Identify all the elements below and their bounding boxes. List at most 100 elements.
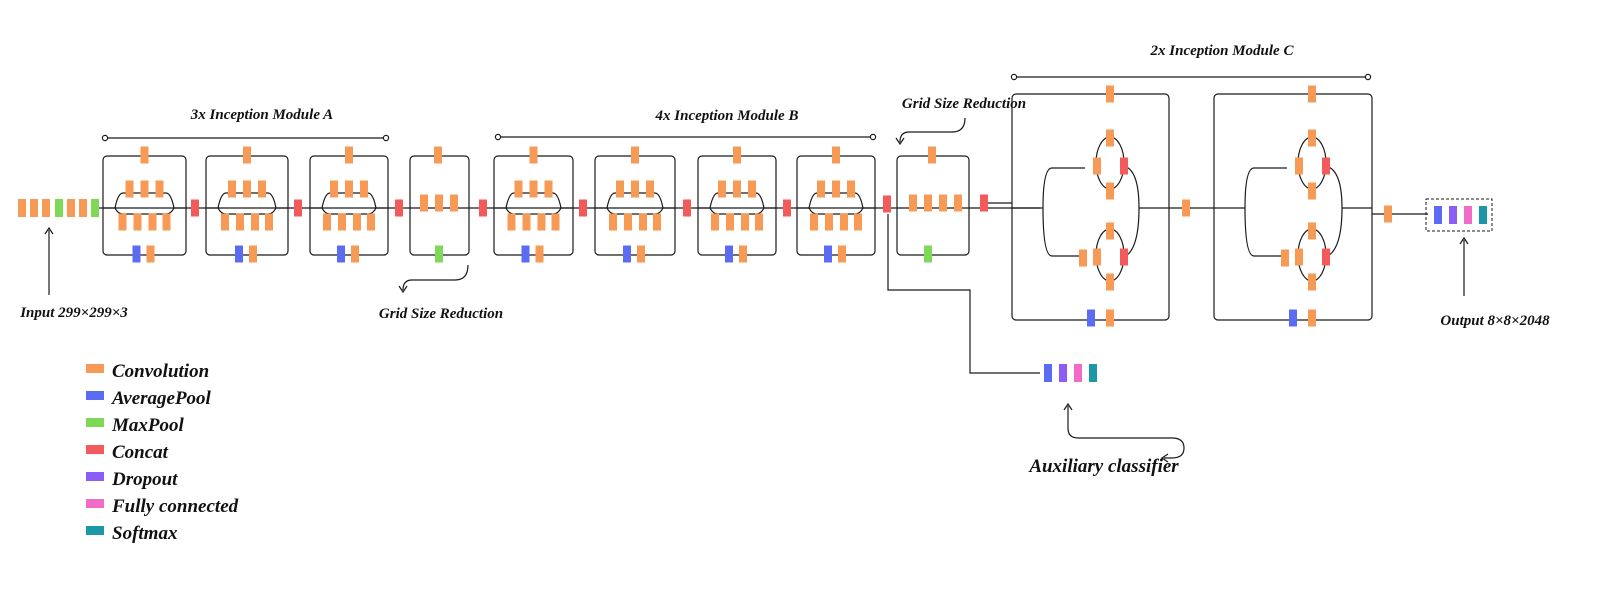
module-b-4-conv [840, 213, 848, 231]
legend-item: Softmax [86, 523, 178, 544]
grid-reduction-arrow [899, 117, 966, 143]
connector-conv [1182, 199, 1190, 217]
module-b-3-conv [741, 213, 749, 231]
module-b-1-conv [551, 213, 560, 231]
legend-item: Dropout [86, 469, 178, 490]
module-b-2-conv [637, 245, 645, 263]
stem-maxpool-block [91, 199, 99, 217]
grid-reduction-conv [435, 194, 443, 212]
legend-label: MaxPool [111, 415, 185, 436]
module-c-2-conv [1308, 273, 1316, 291]
grid-reduction-conv [434, 146, 442, 164]
legend-item: AveragePool [86, 388, 212, 409]
module-b-2-avgpool [623, 245, 631, 263]
module-b-1-conv [507, 213, 516, 231]
module-b-2-conv [639, 213, 647, 231]
grid-reduction-conv [954, 194, 962, 212]
connector-path [709, 207, 765, 215]
grid-reduction-conv [928, 146, 936, 164]
module-c-2-box [1213, 93, 1373, 321]
grid-reduction-conv [909, 194, 917, 212]
module-b-3-conv [711, 213, 719, 231]
module-a-1-conv [133, 213, 142, 231]
connector-path [217, 207, 277, 215]
aux-averagepool-block [1044, 364, 1052, 382]
module-b-3-conv [739, 245, 747, 263]
module-c-2-conv [1308, 309, 1316, 327]
module-b-1-conv [544, 180, 553, 198]
module-a-3-box [309, 155, 389, 256]
module-c-2-conv [1308, 222, 1316, 240]
stem-convolution-block [42, 199, 50, 217]
module-c-1-conv [1093, 248, 1101, 266]
module-a-2-conv [251, 213, 259, 231]
module-b-1-conv [522, 213, 531, 231]
module-a-1-conv [146, 245, 155, 263]
module-a-2-conv [243, 180, 251, 198]
module-b-1-avgpool [521, 245, 530, 263]
module-a-3-top-conv [345, 146, 353, 164]
bracket-endpoint [1010, 73, 1018, 81]
aux-arrow [1067, 406, 1185, 459]
legend: ConvolutionAveragePoolMaxPoolConcatDropo… [86, 361, 239, 544]
concat-block [683, 199, 691, 217]
grid-reduction-label-2: Grid Size Reduction [902, 96, 1026, 112]
bracket-endpoint [494, 133, 502, 141]
legend-swatch [86, 391, 104, 400]
stem-convolution-block [79, 199, 87, 217]
module-a-1-conv [140, 180, 149, 198]
module-a-label: 3x Inception Module A [190, 107, 333, 123]
arrow-head [1160, 453, 1169, 463]
module-b-2-conv [624, 213, 632, 231]
connector-path [1244, 167, 1287, 209]
module-c-1-conv [1106, 273, 1114, 291]
auxiliary-classifier-label: Auxiliary classifier [1028, 456, 1179, 477]
bracket-endpoint [869, 133, 877, 141]
arrow-head [44, 226, 54, 235]
module-b-2-conv [616, 180, 624, 198]
module-c-1-box [1011, 93, 1170, 321]
output-softmax-block [1479, 206, 1487, 224]
connector-path [114, 207, 175, 215]
module-a-1-avgpool [132, 245, 141, 263]
legend-swatch [86, 364, 104, 373]
module-a-2-top-conv [243, 146, 251, 164]
module-c-1-top-conv [1106, 85, 1114, 103]
module-b-3-conv [748, 180, 756, 198]
module-b-4-conv [825, 213, 833, 231]
arrow-head [1459, 236, 1469, 245]
legend-swatch [86, 526, 104, 535]
stem-convolution-block [67, 199, 75, 217]
module-c-2-concat [1322, 157, 1330, 175]
module-a-1-top-conv [140, 146, 149, 164]
legend-item: Convolution [86, 361, 209, 382]
grid-reduction-maxpool [924, 245, 932, 263]
output-box [1425, 198, 1493, 232]
connector-path [606, 207, 664, 215]
module-c-2-conv [1308, 182, 1316, 200]
module-b-3-top-conv [733, 146, 741, 164]
module-a-1-conv [162, 213, 171, 231]
module-a-2-conv [228, 180, 236, 198]
legend-item: MaxPool [86, 415, 185, 436]
module-b-4-conv [810, 213, 818, 231]
grid-reduction-label-1: Grid Size Reduction [379, 306, 503, 322]
module-b-2-conv [609, 213, 617, 231]
concat-block [294, 199, 302, 217]
legend-label: Concat [112, 442, 169, 463]
concat-block [395, 199, 403, 217]
module-c-1-conv [1079, 249, 1087, 267]
legend-label: Softmax [112, 523, 178, 544]
grid-reduction-arrow [402, 264, 469, 291]
stem-convolution-block [18, 199, 26, 217]
legend-swatch [86, 499, 104, 508]
module-a-3-conv [360, 180, 368, 198]
bracket-endpoint [101, 134, 109, 142]
module-a-3-conv [353, 213, 361, 231]
output-averagepool-block [1434, 206, 1442, 224]
bracket-endpoint [382, 134, 390, 142]
module-a-2-conv [236, 213, 244, 231]
legend-label: AveragePool [111, 388, 212, 409]
module-b-4-conv [838, 245, 846, 263]
module-b-3-conv [733, 180, 741, 198]
